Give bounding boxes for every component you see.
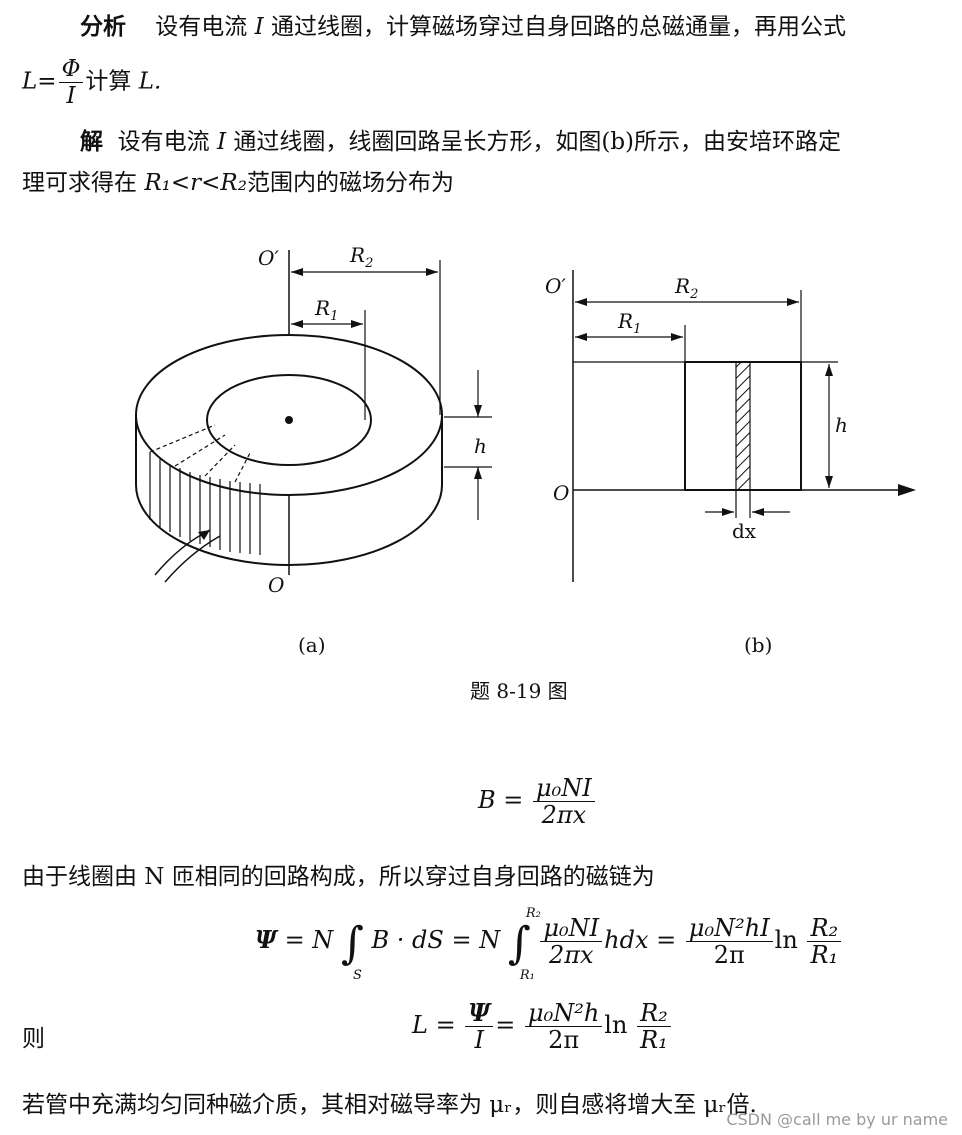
analysis-phi: Φ	[58, 56, 84, 83]
eq-psi-psi: Ψ	[255, 925, 277, 954]
fig-b-caption: (b)	[744, 633, 772, 657]
eq-l-frac2-den: 2π	[548, 1026, 580, 1054]
solution-text-2: 通过线圈，线圈回路呈长方形，如图(b)所示，由安培环路定	[226, 129, 842, 155]
fig-b-r1: R1	[617, 309, 641, 337]
eq-psi-frac1-num: μ₀NI	[540, 915, 603, 942]
solution-range: R₁<r<R₂	[144, 170, 247, 196]
fig-a-o-bottom: O	[268, 573, 284, 597]
eq-l-frac1-den: I	[474, 1026, 485, 1054]
eq-l-frac1-num: Ψ	[465, 1000, 494, 1027]
then-label: 则	[22, 1026, 45, 1052]
analysis-label: 分析	[80, 13, 126, 40]
last-text: 若管中充满均匀同种磁介质，其相对磁导率为 μᵣ，则自感将增大至 μᵣ倍.	[22, 1092, 757, 1118]
solution-line-1: 解 设有电流 I 通过线圈，线圈回路呈长方形，如图(b)所示，由安培环路定	[80, 127, 841, 157]
analysis-eq-sign: =	[37, 68, 57, 95]
fig-b-o-top: O′	[545, 274, 566, 298]
eq-b-lhs: B	[478, 786, 496, 814]
fig-a-o-top: O′	[258, 246, 279, 270]
analysis-l2: L.	[138, 68, 162, 95]
fig-a-caption: (a)	[298, 633, 326, 657]
analysis-i: I	[66, 83, 76, 109]
fig-a-r2: R2	[349, 243, 373, 271]
analysis-l: L	[22, 68, 38, 95]
eq-psi-part1: = N	[284, 926, 334, 954]
eq-psi-ln: ln	[774, 926, 798, 954]
analysis-text-3: 计算	[85, 68, 139, 95]
eq-l-frac3-den: R₁	[640, 1026, 668, 1054]
fig-b-r2: R2	[674, 274, 698, 302]
eq-l-ln: ln	[604, 1011, 628, 1039]
fig-b-dx: dx	[732, 519, 757, 543]
solution-text-1: 设有电流	[117, 129, 217, 155]
solution-line2-a: 理可求得在	[22, 170, 145, 196]
eq-b-den: 2πx	[541, 801, 587, 829]
eq-psi-int-lower: R₁	[519, 968, 535, 983]
eq-psi-frac2-den: 2π	[713, 941, 745, 969]
watermark: CSDN @call me by ur name	[726, 1110, 948, 1129]
eq-psi-bds: B · dS = N	[371, 926, 501, 954]
eq-psi-frac3-den: R₁	[810, 941, 839, 969]
analysis-var-i: I	[254, 14, 264, 40]
figure-title: 题 8-19 图	[470, 679, 568, 703]
fig-b-h: h	[835, 413, 848, 437]
eq-b-num: μ₀NI	[533, 775, 595, 802]
eq-l-frac3-num: R₂	[637, 1000, 671, 1027]
eq-psi-frac1-den: 2πx	[549, 941, 594, 969]
eq-psi-int-upper: R₂	[525, 906, 541, 921]
analysis-line-1: 分析 设有电流 I 通过线圈，计算磁场穿过自身回路的总磁通量，再用公式	[80, 12, 846, 42]
figure-8-19: O′ R2 R1 h O (a) O′ R2 R1 h	[135, 243, 916, 703]
eq-psi-frac3-num: R₂	[807, 915, 842, 942]
flux-text: 由于线圈由 N 匝相同的回路构成，所以穿过自身回路的磁链为	[22, 864, 655, 890]
solution-line-2: 理可求得在 R₁<r<R₂范围内的磁场分布为	[22, 168, 454, 198]
surface-integral: ∫S	[340, 918, 364, 983]
solution-label: 解	[80, 128, 103, 155]
analysis-text-2: 通过线圈，计算磁场穿过自身回路的总磁通量，再用公式	[263, 14, 846, 40]
eq-l-frac2-num: μ₀N²h	[524, 1000, 603, 1027]
fig-a-h: h	[474, 434, 487, 458]
eq-psi-int-sub: S	[352, 968, 362, 983]
figure-a-labels: O′ R2 R1 h O (a)	[258, 243, 487, 657]
fig-a-r1: R1	[314, 296, 338, 324]
solution-line2-b: 范围内的磁场分布为	[246, 170, 454, 196]
figure-a	[135, 250, 492, 583]
fig-b-o: O	[553, 481, 569, 505]
eq-l-lhs: L	[412, 1011, 428, 1039]
eq-psi-frac2-num: μ₀N²hI	[685, 915, 773, 942]
analysis-text-1: 设有电流	[155, 14, 255, 40]
eq-psi-hdx: hdx =	[604, 926, 677, 954]
figure-b	[572, 270, 916, 582]
figure-b-labels: O′ R2 R1 h O dx (b)	[545, 274, 848, 657]
solution-var-i: I	[216, 129, 227, 155]
